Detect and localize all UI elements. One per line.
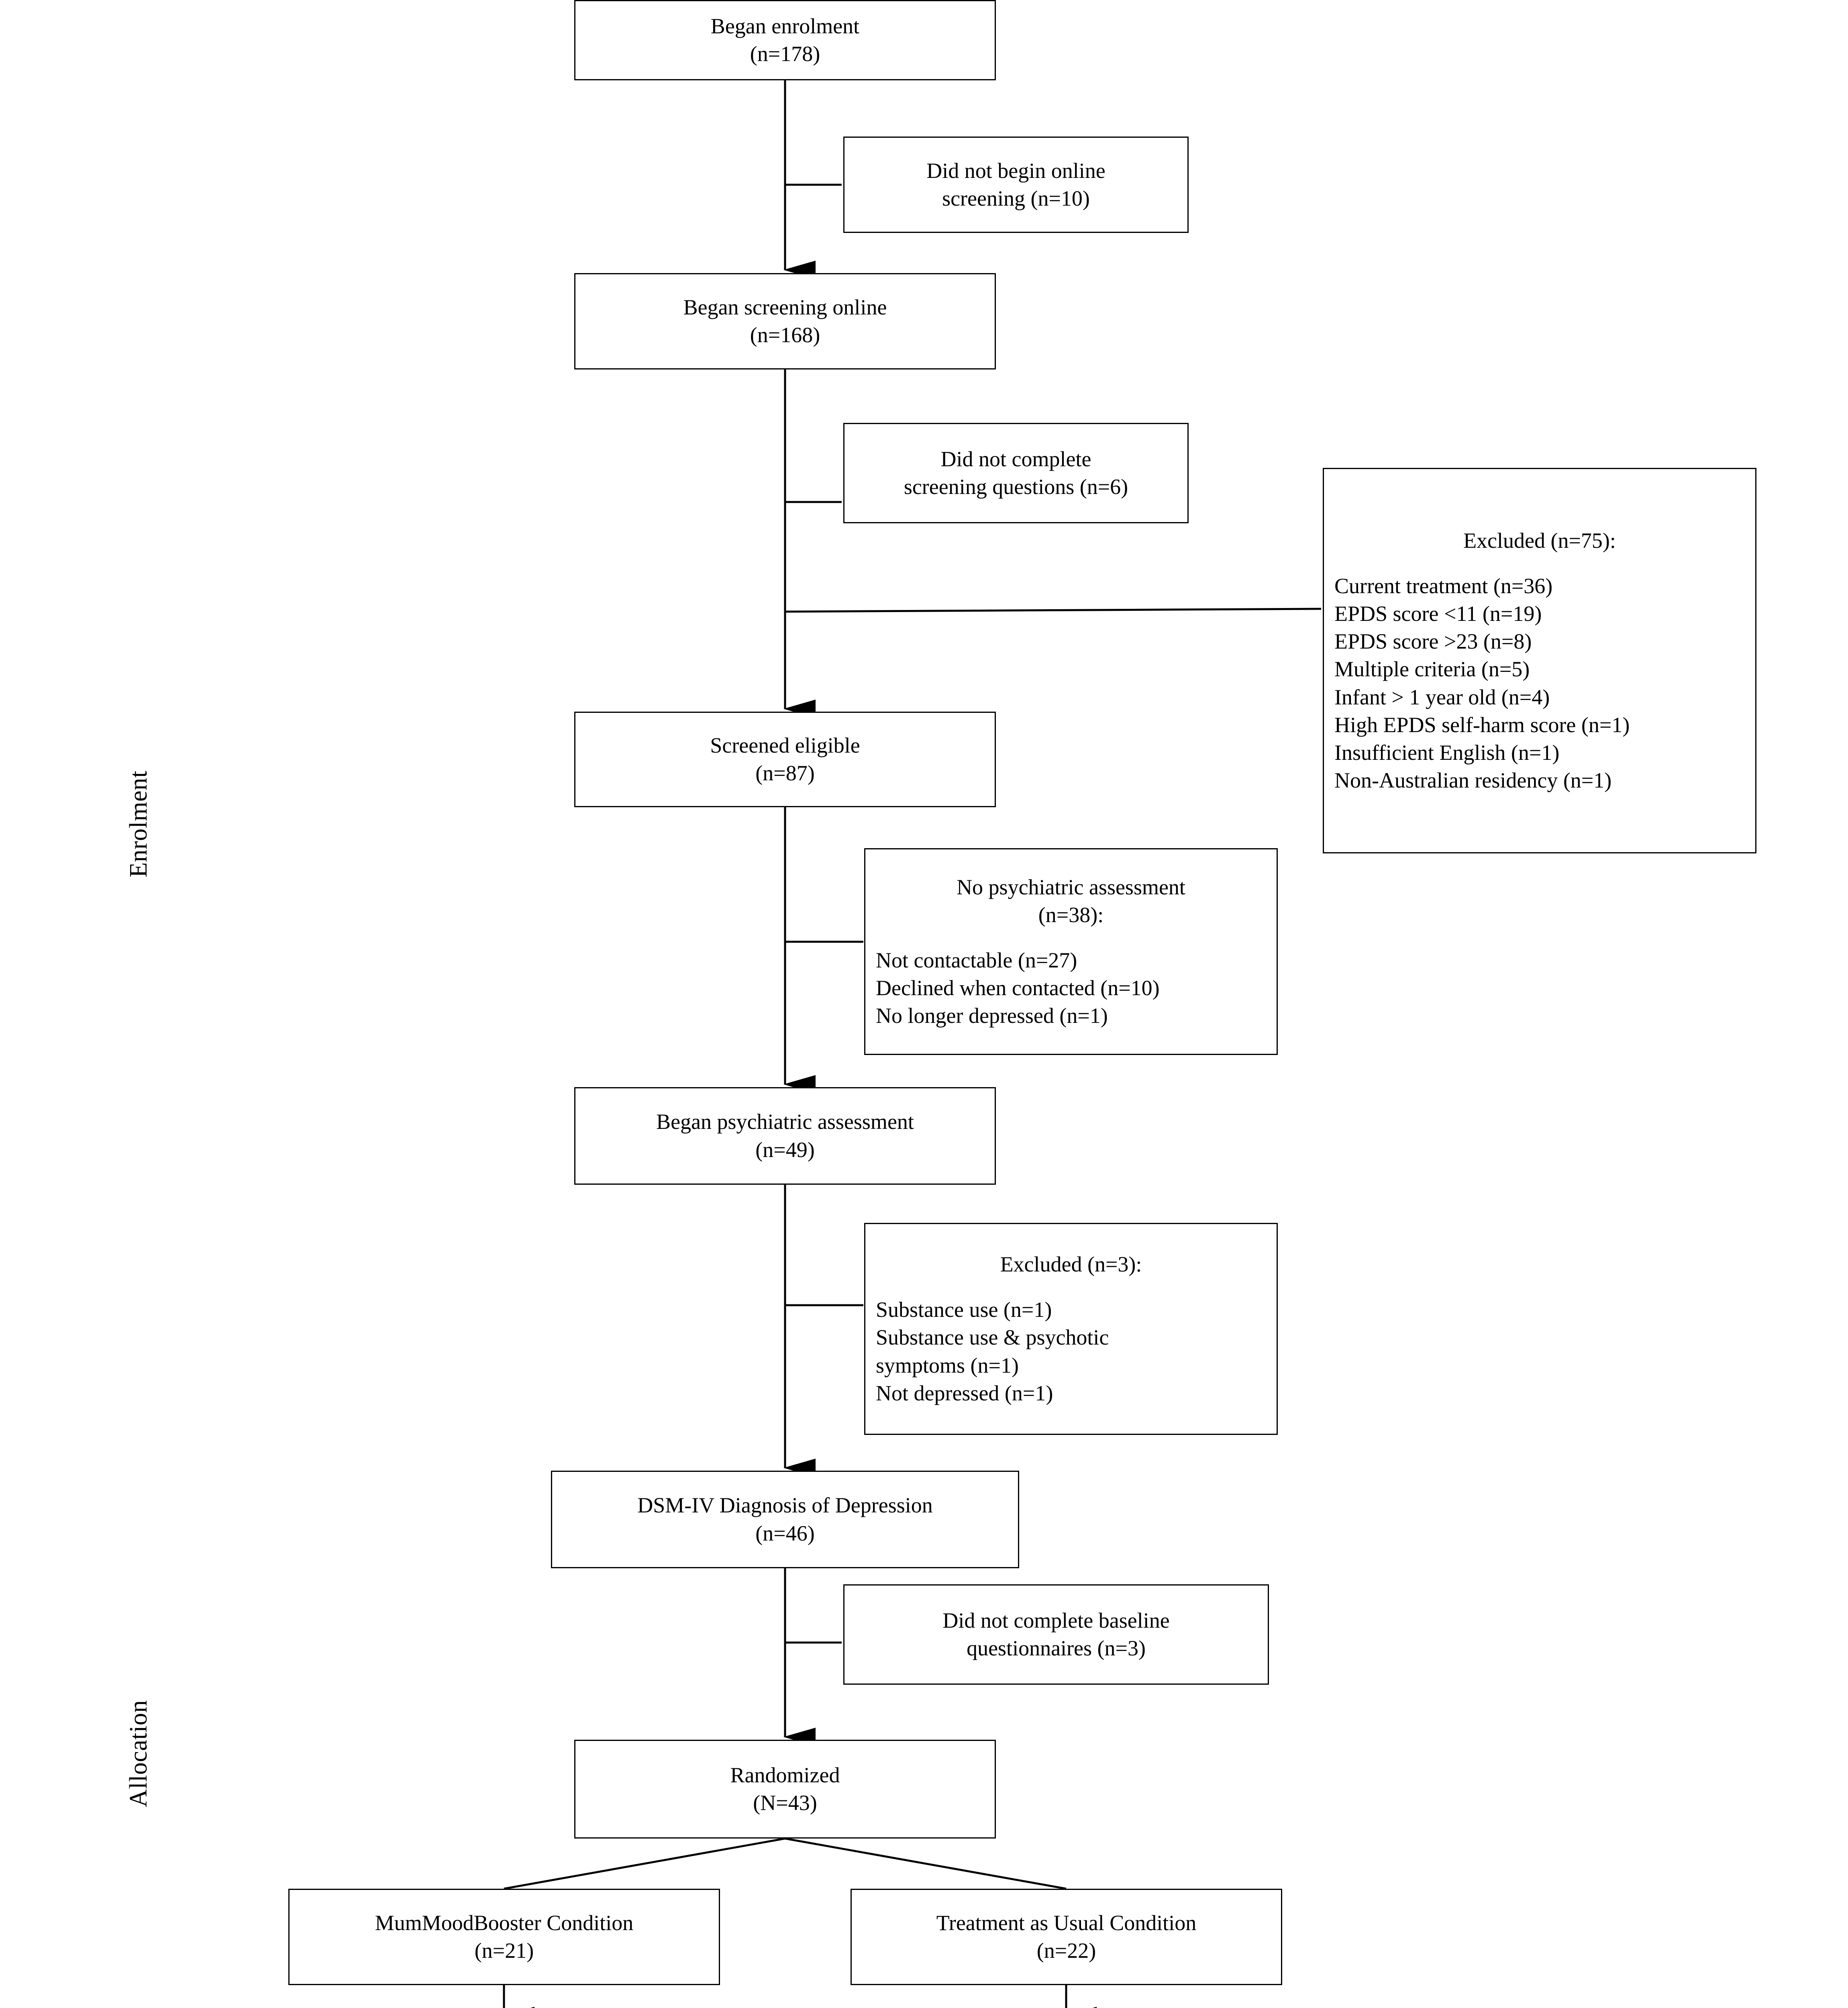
excluded-75-reason-4: Infant > 1 year old (n=4) bbox=[1334, 685, 1550, 709]
node-did-not-complete-screening-questions: Did not complete screening questions (n=… bbox=[843, 423, 1189, 523]
node-screened-eligible-count: (n=87) bbox=[755, 761, 815, 785]
excluded-75-header: Excluded (n=75): bbox=[1463, 529, 1616, 553]
node-excluded-75: Excluded (n=75): Current treatment (n=36… bbox=[1323, 468, 1756, 853]
excluded-75-reason-3: Multiple criteria (n=5) bbox=[1334, 657, 1530, 682]
excluded-3-reason-0: Substance use (n=1) bbox=[876, 1298, 1052, 1322]
excluded-3-reason-2: symptoms (n=1) bbox=[876, 1353, 1019, 1377]
node-dsm-iv-title: DSM-IV Diagnosis of Depression bbox=[637, 1493, 933, 1518]
node-randomized: Randomized (N=43) bbox=[574, 1740, 996, 1839]
node-did-not-begin-online-screening: Did not begin online screening (n=10) bbox=[843, 137, 1189, 233]
no-screening-questions-line2: screening questions (n=6) bbox=[904, 475, 1128, 499]
no-psych-reason-0: Not contactable (n=27) bbox=[876, 948, 1077, 972]
spacer bbox=[876, 929, 1266, 947]
node-began-enrolment-title: Began enrolment bbox=[710, 14, 860, 38]
stage-label-enrolment: Enrolment bbox=[125, 770, 152, 877]
excluded-75-reason-6: Insufficient English (n=1) bbox=[1334, 740, 1560, 765]
node-dsm-iv-count: (n=46) bbox=[755, 1521, 815, 1545]
spacer bbox=[1334, 555, 1745, 572]
right-condition-title: Treatment as Usual Condition bbox=[936, 1910, 1197, 1935]
node-began-screening-online: Began screening online (n=168) bbox=[574, 273, 996, 369]
no-psych-reason-1: Declined when contacted (n=10) bbox=[876, 976, 1160, 1000]
node-began-psych-count: (n=49) bbox=[755, 1137, 815, 1162]
node-randomized-title: Randomized bbox=[730, 1763, 840, 1787]
excluded-75-reason-1: EPDS score <11 (n=19) bbox=[1334, 602, 1542, 626]
excluded-75-reason-7: Non-Australian residency (n=1) bbox=[1334, 768, 1612, 792]
no-psych-header-line1: No psychiatric assessment bbox=[957, 875, 1185, 899]
excluded-3-header: Excluded (n=3): bbox=[1000, 1252, 1142, 1277]
node-began-enrolment-count: (n=178) bbox=[750, 42, 820, 66]
node-no-psychiatric-assessment: No psychiatric assessment (n=38): Not co… bbox=[864, 848, 1278, 1055]
no-screening-questions-line1: Did not complete bbox=[940, 447, 1091, 471]
excluded-75-reason-5: High EPDS self-harm score (n=1) bbox=[1334, 712, 1630, 737]
no-online-screening-line1: Did not begin online bbox=[926, 158, 1106, 183]
right-condition-count: (n=22) bbox=[1036, 1939, 1096, 1963]
spine-connectors bbox=[502, 80, 1322, 2008]
node-left-condition: MumMoodBooster Condition (n=21) bbox=[288, 1889, 720, 1985]
no-psych-reason-2: No longer depressed (n=1) bbox=[876, 1004, 1108, 1028]
node-began-screening-online-count: (n=168) bbox=[750, 323, 820, 347]
node-screened-eligible-title: Screened eligible bbox=[710, 733, 860, 757]
left-condition-title: MumMoodBooster Condition bbox=[375, 1910, 634, 1935]
node-right-condition: Treatment as Usual Condition (n=22) bbox=[851, 1889, 1282, 1985]
excluded-3-reason-3: Not depressed (n=1) bbox=[876, 1381, 1053, 1405]
spacer bbox=[876, 1278, 1266, 1296]
node-began-screening-online-title: Began screening online bbox=[683, 295, 887, 319]
node-excluded-3: Excluded (n=3): Substance use (n=1) Subs… bbox=[864, 1223, 1278, 1435]
no-baseline-line1: Did not complete baseline bbox=[942, 1608, 1170, 1633]
no-baseline-line2: questionnaires (n=3) bbox=[967, 1636, 1146, 1660]
node-began-psychiatric-assessment: Began psychiatric assessment (n=49) bbox=[574, 1087, 996, 1185]
stage-label-allocation: Allocation bbox=[125, 1700, 152, 1807]
excluded-75-reason-2: EPDS score >23 (n=8) bbox=[1334, 629, 1532, 654]
no-psych-header-line2: (n=38): bbox=[1038, 902, 1104, 927]
node-began-enrolment: Began enrolment (n=178) bbox=[574, 0, 996, 80]
node-began-psych-title: Began psychiatric assessment bbox=[656, 1110, 914, 1134]
excluded-3-reason-1: Substance use & psychotic bbox=[876, 1325, 1109, 1350]
node-did-not-complete-baseline: Did not complete baseline questionnaires… bbox=[843, 1584, 1269, 1685]
no-online-screening-line2: screening (n=10) bbox=[942, 186, 1090, 210]
node-randomized-count: (N=43) bbox=[753, 1791, 817, 1815]
excluded-75-reason-0: Current treatment (n=36) bbox=[1334, 574, 1553, 598]
node-screened-eligible: Screened eligible (n=87) bbox=[574, 712, 996, 807]
left-condition-count: (n=21) bbox=[474, 1939, 534, 1963]
node-dsm-iv-diagnosis: DSM-IV Diagnosis of Depression (n=46) bbox=[551, 1471, 1019, 1568]
